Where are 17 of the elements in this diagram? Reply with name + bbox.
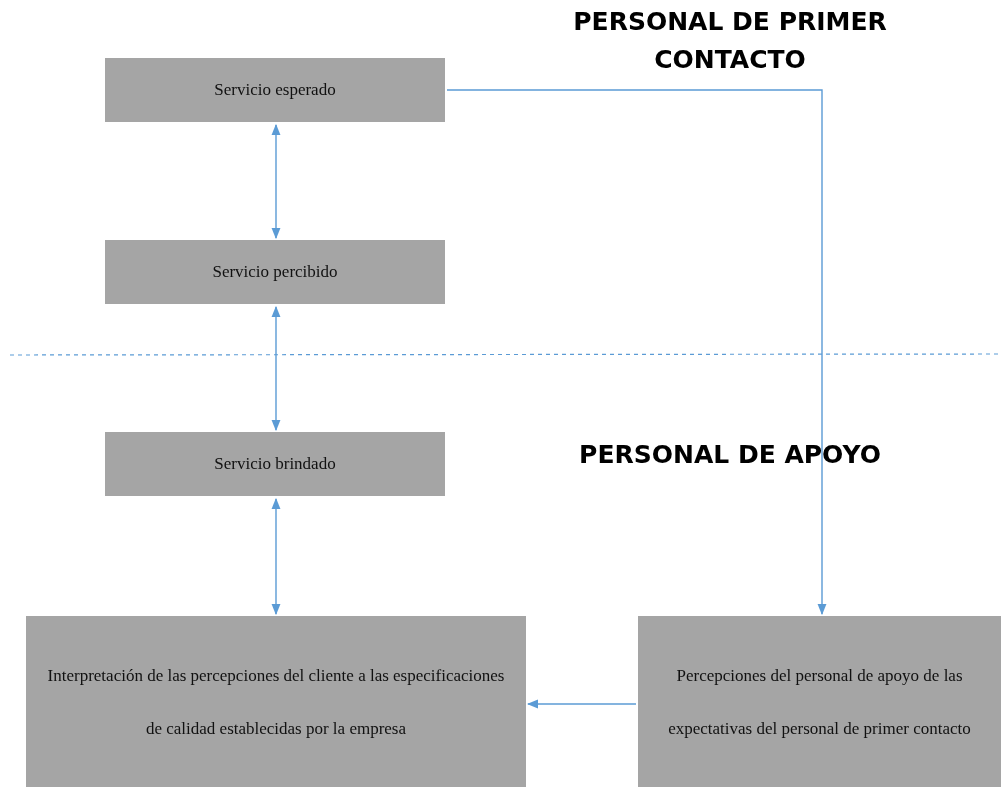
- process-box: [105, 240, 445, 304]
- process-box: [105, 432, 445, 496]
- process-box: [105, 58, 445, 122]
- box-text: Servicio percibido: [212, 262, 338, 282]
- process-box: [26, 616, 526, 787]
- arrow: [446, 89, 827, 616]
- box-text: Interpretación de las percepciones del cliente a las especificaciones de calidad establecidas por la empresa: [46, 664, 506, 740]
- box-text: Servicio esperado: [214, 80, 336, 100]
- section-heading: PERSONAL DE APOYO: [578, 439, 882, 471]
- section-heading: PERSONAL DE PRIMER CONTACTO: [572, 6, 888, 76]
- arrow: [526, 699, 637, 709]
- arrow: [271, 497, 281, 616]
- arrow: [271, 305, 281, 432]
- process-box: [638, 616, 1001, 787]
- box-text: Servicio brindado: [214, 454, 336, 474]
- box-text: Percepciones del personal de apoyo de las expectativas del personal de primer contacto: [667, 664, 972, 740]
- arrow: [271, 123, 281, 240]
